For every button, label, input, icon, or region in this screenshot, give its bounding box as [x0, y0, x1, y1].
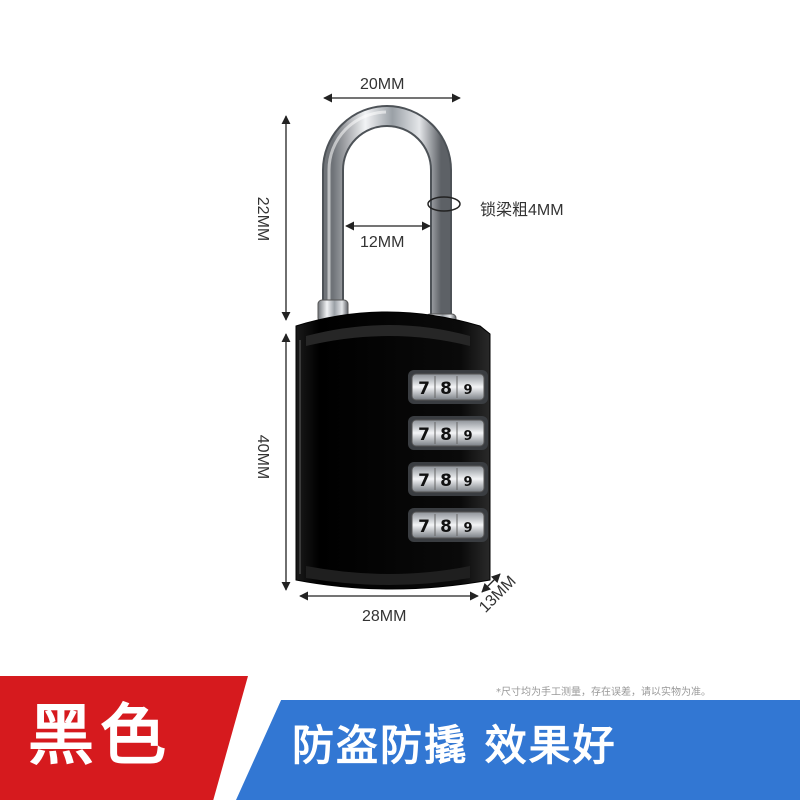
- dial-digit: 9: [463, 475, 472, 490]
- slogan-banner: [236, 700, 800, 800]
- dial-digit: 8: [440, 379, 452, 399]
- label-shackle-inner-width: 12MM: [360, 234, 405, 251]
- lock-body: [295, 311, 491, 590]
- slogan-text: 防盗防撬 效果好: [292, 721, 617, 770]
- dial-digit: 9: [463, 383, 472, 398]
- dial-digit: 9: [463, 429, 472, 444]
- measurement-note: *尺寸均为手工测量，存在误差，请以实物为准。: [496, 687, 711, 698]
- dial-digit: 7: [418, 379, 430, 399]
- label-shackle-width: 20MM: [360, 76, 405, 93]
- label-shackle-thickness: 锁梁粗4MM: [480, 202, 564, 219]
- dial-digit: 8: [440, 517, 452, 537]
- dim-line-body-depth: [481, 573, 501, 593]
- label-body-width: 28MM: [362, 608, 407, 625]
- color-name: 黑色: [28, 697, 172, 774]
- color-banner: [0, 676, 248, 800]
- label-body-height: 40MM: [254, 434, 272, 480]
- dimension-lines: [281, 93, 501, 601]
- dial-digit: 7: [418, 471, 430, 491]
- dial-digit: 8: [440, 425, 452, 445]
- thickness-marker: [427, 196, 461, 212]
- shackle: [317, 105, 457, 333]
- dial-digit: 9: [463, 521, 472, 536]
- dial-digit: 7: [418, 425, 430, 445]
- label-shackle-height: 22MM: [254, 196, 272, 242]
- dial-digit: 7: [418, 517, 430, 537]
- dial-digit: 8: [440, 471, 452, 491]
